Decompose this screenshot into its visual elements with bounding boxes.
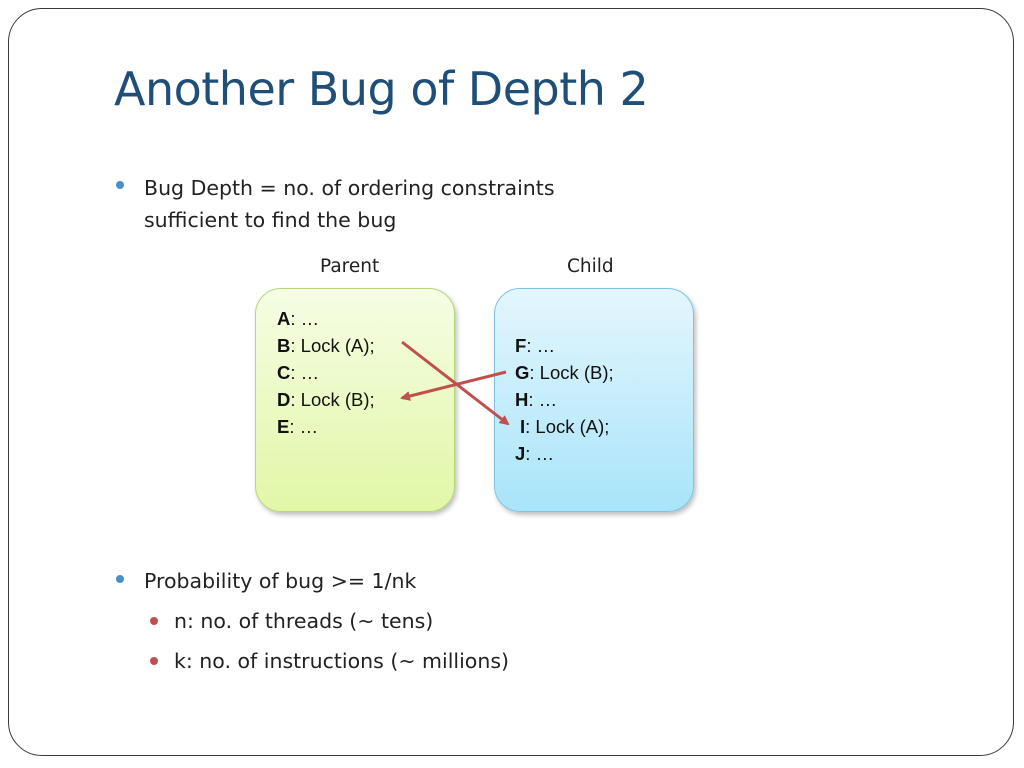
child-line-j: J: …: [515, 443, 555, 464]
bullet-bug-depth: Bug Depth = no. of ordering constraints …: [116, 172, 555, 236]
sub-bullet-n: n: no. of threads (~ tens): [150, 606, 433, 636]
parent-line-b: B: Lock (A);: [277, 335, 375, 356]
sub-bullet-dot-icon: [150, 617, 158, 625]
child-line-g: G: Lock (B);: [515, 362, 614, 383]
sub-bullet-dot-icon: [150, 657, 158, 665]
sub-bullet-k-text: k: no. of instructions (~ millions): [174, 649, 509, 673]
child-thread-box: [494, 288, 694, 512]
bullet-probability: Probability of bug >= 1/nk: [116, 566, 416, 596]
bullet-dot-icon: [116, 181, 124, 189]
bullet-text-line2: sufficient to find the bug: [144, 208, 397, 232]
bullet-probability-text: Probability of bug >= 1/nk: [144, 569, 417, 593]
child-label: Child: [567, 256, 614, 277]
sub-bullet-n-text: n: no. of threads (~ tens): [174, 609, 434, 633]
child-line-i: I: Lock (A);: [520, 416, 610, 437]
child-line-h: H: …: [515, 389, 558, 410]
slide-title: Another Bug of Depth 2: [114, 62, 649, 116]
parent-line-c: C: …: [277, 362, 320, 383]
parent-line-d: D: Lock (B);: [277, 389, 375, 410]
sub-bullet-k: k: no. of instructions (~ millions): [150, 646, 509, 676]
bullet-text-line1: Bug Depth = no. of ordering constraints: [144, 176, 555, 200]
bullet-dot-icon: [116, 575, 124, 583]
parent-line-e: E: …: [277, 416, 319, 437]
parent-line-a: A: …: [277, 308, 320, 329]
parent-label: Parent: [320, 256, 380, 277]
child-line-f: F: …: [515, 335, 556, 356]
